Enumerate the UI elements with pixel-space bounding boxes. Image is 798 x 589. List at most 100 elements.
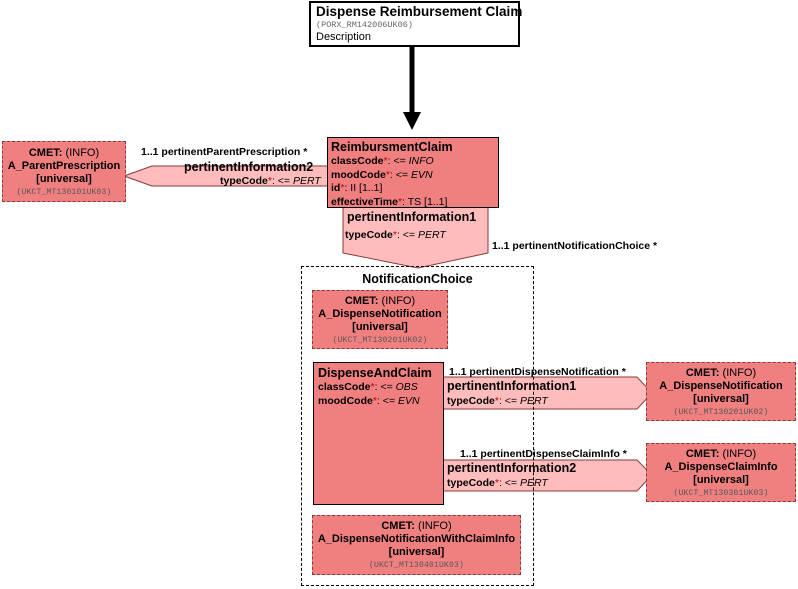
- typecode-label: typeCode: [447, 395, 495, 407]
- cmet-name: A_ParentPrescription: [7, 160, 121, 172]
- cmet-flavor: [universal]: [693, 474, 749, 486]
- typecode-mark: *: [494, 395, 499, 407]
- typecode-value: PERT: [519, 477, 548, 489]
- cmet-name: A_DispenseNotificationWithClaimInfo: [317, 533, 516, 545]
- typecode-mark: *: [267, 175, 272, 187]
- cmet-name: A_DispenseClaimInfo: [664, 461, 778, 473]
- reimbursment-claim-name: ReimbursmentClaim: [331, 140, 453, 154]
- class-attribute: moodCode*: <= EVN: [331, 169, 495, 183]
- typecode-op: : <=: [498, 477, 520, 489]
- typecode-label: typeCode: [447, 477, 495, 489]
- cmet-flavor: [universal]: [693, 393, 749, 405]
- pertinent-dispense-claim-info-cardinality: 1..1 pertinentDispenseClaimInfo *: [460, 448, 627, 460]
- attribute-op: :: [344, 182, 351, 194]
- cmet-flavor: [universal]: [388, 546, 445, 558]
- class-attribute: classCode*: <= INFO: [331, 155, 495, 169]
- attribute-op: : <=: [389, 168, 411, 181]
- cmet-kind: (INFO): [414, 520, 452, 532]
- attribute-op: : <=: [387, 155, 409, 167]
- attribute-mark: *: [385, 168, 390, 181]
- typecode-mark: *: [392, 229, 397, 241]
- pertinent-information2-right-typecode: typeCode*: <= PERT: [447, 477, 548, 489]
- typecode-value: PERT: [417, 229, 446, 241]
- attribute-mark: *: [383, 155, 388, 167]
- notification-choice-title: NotificationChoice: [362, 272, 473, 286]
- attribute-op: : <=: [376, 394, 398, 407]
- cmet-name: A_DispenseNotification: [659, 380, 783, 392]
- attribute-label: moodCode: [331, 168, 386, 181]
- entry-point-box: Dispense Reimbursement Claim (PORX_RM142…: [309, 1, 523, 47]
- cmet-flavor: [universal]: [36, 173, 92, 185]
- right-dispense-notification-cmet: CMET: (INFO) A_DispenseNotification [uni…: [646, 362, 796, 421]
- class-attribute: effectiveTime*: TS [1..1]: [331, 196, 495, 210]
- pertinent-information2-top-name: pertinentInformation2: [184, 160, 314, 174]
- entry-arrow-head: [403, 112, 421, 130]
- dispense-and-claim-name: DispenseAndClaim: [318, 366, 432, 380]
- pertinent-information2-right-name: pertinentInformation2: [447, 461, 577, 475]
- cmet-code: (UKCT_MT130301UK03): [673, 489, 769, 498]
- pertinent-information1-right-name: pertinentInformation1: [447, 379, 577, 393]
- pertinent-information2-top-typecode: typeCode*: <= PERT: [220, 175, 321, 187]
- cmet-code: (UKCT_MT130401UK03): [368, 561, 464, 570]
- cmet-prefix: CMET:: [381, 520, 415, 532]
- attribute-value: INFO: [408, 155, 434, 167]
- typecode-value: PERT: [292, 175, 321, 187]
- notification-choice-container: NotificationChoice: [301, 266, 534, 586]
- cmet-kind: (INFO): [62, 147, 100, 159]
- pertinent-parent-prescription-cardinality: 1..1 pertinentParentPrescription *: [141, 146, 308, 158]
- attribute-op: : <=: [374, 381, 396, 393]
- attribute-value: II [1..1]: [350, 182, 383, 194]
- pertinent-notification-choice-cardinality: 1..1 pertinentNotificationChoice *: [492, 240, 658, 252]
- entry-point-code: (PORX_RM142006UK06): [316, 20, 413, 30]
- attribute-mark: *: [340, 182, 345, 194]
- typecode-label: typeCode: [345, 229, 393, 241]
- parent-prescription-cmet: CMET: (INFO) A_ParentPrescription [unive…: [2, 141, 126, 202]
- pertinent-information1-top-typecode: typeCode*: <= PERT: [345, 229, 446, 241]
- cmet-code: (UKCT_MT130201UK02): [332, 336, 428, 345]
- attribute-value: EVN: [397, 394, 420, 407]
- typecode-label: typeCode: [220, 175, 268, 187]
- attribute-label: effectiveTime: [331, 195, 398, 208]
- cmet-flavor: [universal]: [352, 321, 408, 333]
- entry-point-title: Dispense Reimbursement Claim: [316, 4, 523, 19]
- entry-point-description: Description: [316, 31, 372, 43]
- pertinent-dispense-notification-cardinality: 1..1 pertinentDispenseNotification *: [449, 366, 626, 378]
- cmet-kind: (INFO): [719, 448, 757, 460]
- pertinent-information1-right-typecode: typeCode*: <= PERT: [447, 395, 548, 407]
- attribute-op: :: [402, 195, 408, 208]
- attribute-mark: *: [372, 394, 377, 407]
- attribute-label: classCode: [318, 381, 371, 393]
- cmet-name: A_DispenseNotification: [318, 308, 442, 320]
- choice-dispense-notification-with-claim-info-cmet: CMET: (INFO) A_DispenseNotificationWithC…: [312, 515, 521, 575]
- attribute-label: classCode: [331, 155, 384, 167]
- typecode-op: : <=: [498, 395, 520, 407]
- class-attribute: moodCode*: <= EVN: [318, 395, 439, 409]
- cmet-prefix: CMET:: [28, 147, 63, 159]
- choice-dispense-notification-cmet: CMET: (INFO) A_DispenseNotification [uni…: [312, 290, 448, 349]
- cmet-kind: (INFO): [378, 295, 416, 307]
- typecode-mark: *: [494, 477, 499, 489]
- cmet-code: (UKCT_MT130201UK02): [673, 408, 769, 417]
- attribute-mark: *: [397, 195, 403, 208]
- attribute-mark: *: [370, 381, 375, 393]
- typecode-op: : <=: [396, 229, 418, 241]
- attribute-label: moodCode: [318, 394, 373, 407]
- typecode-op: : <=: [271, 175, 293, 187]
- attribute-value: EVN: [410, 168, 433, 181]
- class-attribute: classCode*: <= OBS: [318, 381, 439, 395]
- cmet-kind: (INFO): [719, 367, 757, 379]
- attribute-value: TS [1..1]: [407, 195, 448, 208]
- attribute-value: OBS: [395, 381, 418, 393]
- cmet-prefix: CMET:: [685, 367, 720, 379]
- cmet-prefix: CMET:: [685, 448, 720, 460]
- cmet-prefix: CMET:: [344, 295, 379, 307]
- cmet-code: (UKCT_MT130101UK03): [16, 188, 112, 197]
- right-dispense-claim-info-cmet: CMET: (INFO) A_DispenseClaimInfo [univer…: [646, 443, 796, 502]
- typecode-value: PERT: [519, 395, 548, 407]
- pertinent-information1-top-name: pertinentInformation1: [347, 210, 477, 224]
- attribute-label: id: [331, 182, 341, 194]
